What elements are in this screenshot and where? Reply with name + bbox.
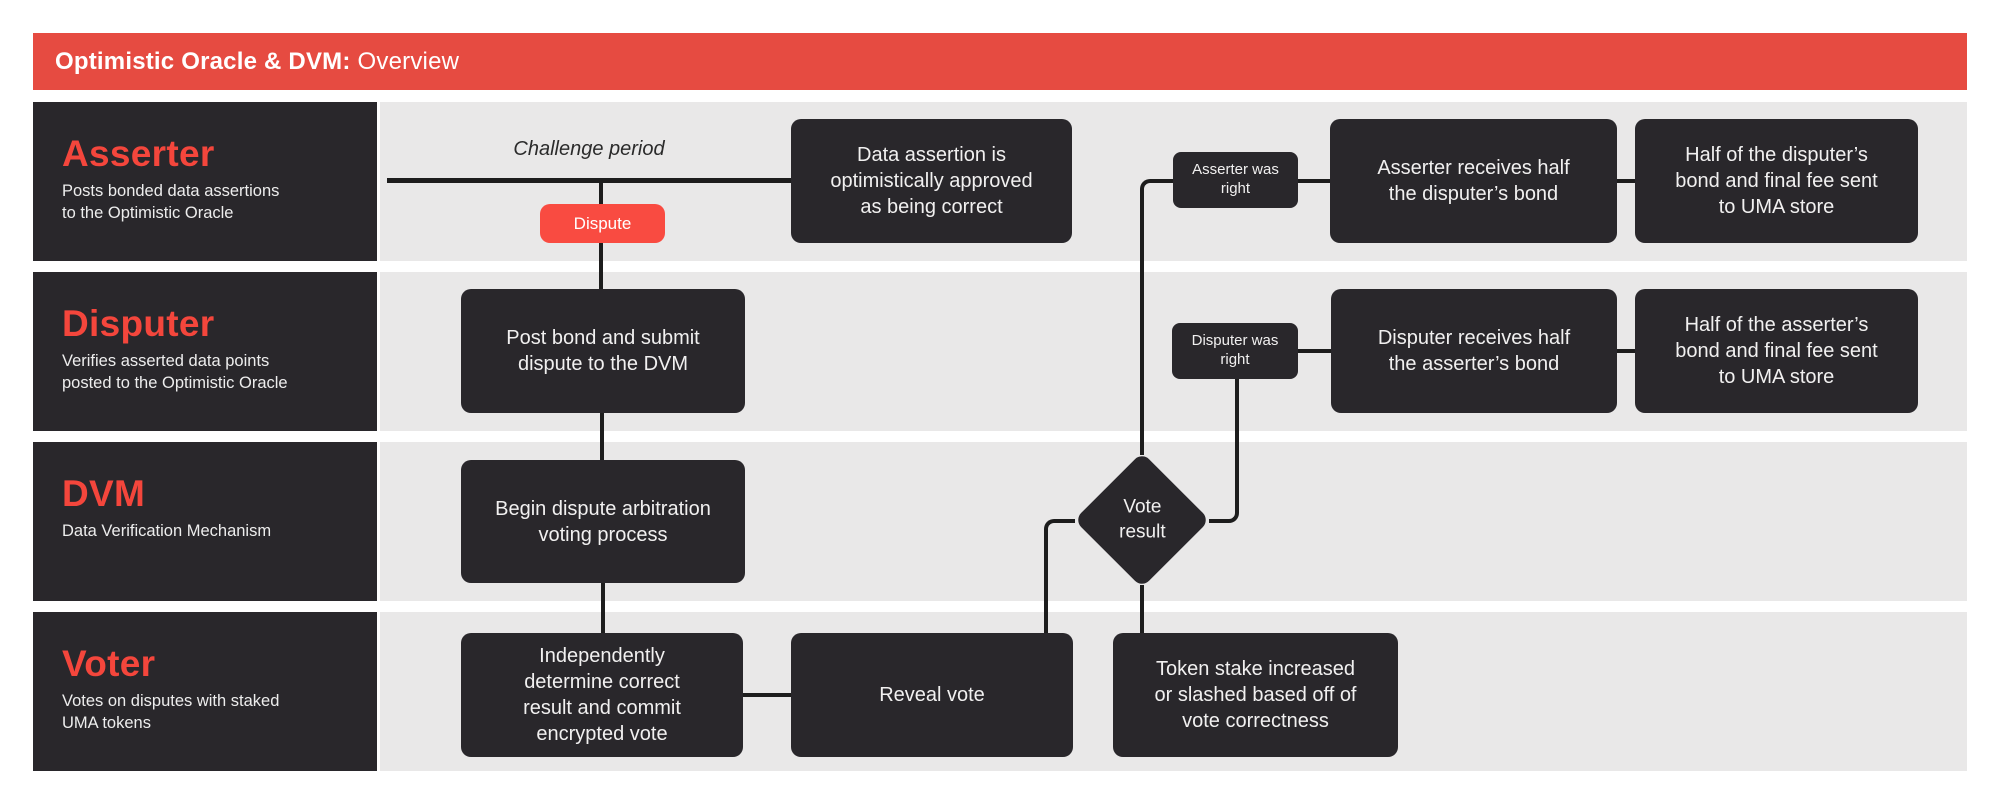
vote-result-label: Vote result	[1118, 496, 1166, 542]
lane-description-disputer: Verifies asserted data points posted to …	[62, 351, 288, 392]
node-post-bond-submit-dispute: Post bond and submit dispute to the DVM	[461, 289, 745, 413]
lane-label-dvm: DVM Data Verification Mechanism	[33, 442, 377, 601]
connector-diamond-to-reveal	[1044, 519, 1075, 635]
lane-description-voter: Votes on disputes with staked UMA tokens	[62, 691, 280, 732]
node-disputer-was-right: Disputer was right	[1172, 323, 1298, 379]
node-asserter-receives-bond: Asserter receives half the disputer’s bo…	[1330, 119, 1617, 243]
connector-receives-to-store-mid	[1617, 349, 1635, 353]
node-begin-arbitration: Begin dispute arbitration voting process	[461, 460, 745, 583]
lane-title-voter: Voter	[62, 643, 156, 684]
lane-title-disputer: Disputer	[62, 303, 215, 344]
title-banner: Optimistic Oracle & DVM: Overview	[33, 33, 1967, 90]
connector-diamond-to-asserterright	[1140, 179, 1173, 455]
challenge-period-label: Challenge period	[513, 138, 665, 160]
connector-disputerright-to-diamond	[1209, 379, 1239, 523]
node-asserter-was-right: Asserter was right	[1173, 152, 1298, 208]
node-independent-vote: Independently determine correct result a…	[461, 633, 743, 757]
lane-title-dvm: DVM	[62, 473, 146, 514]
banner-title-regular: Overview	[357, 47, 460, 75]
banner-title-bold: Optimistic Oracle & DVM:	[55, 47, 351, 75]
connector-challenge-period-line	[387, 178, 791, 183]
connector-independent-to-reveal	[743, 693, 791, 697]
lane-label-voter: Voter Votes on disputes with staked UMA …	[33, 612, 377, 771]
node-token-stake-result: Token stake increased or slashed based o…	[1113, 633, 1398, 757]
connector-begin-to-independent	[601, 583, 605, 634]
lane-description-asserter: Posts bonded data assertions to the Opti…	[62, 181, 280, 222]
connector-postbond-to-begin	[600, 413, 604, 461]
connector-receives-to-store-top	[1617, 179, 1635, 183]
lane-label-asserter: Asserter Posts bonded data assertions to…	[33, 102, 377, 261]
lane-description-dvm: Data Verification Mechanism	[62, 521, 272, 540]
node-reveal-vote: Reveal vote	[791, 633, 1073, 757]
connector-asserterright-to-receives	[1298, 179, 1330, 183]
node-vote-result-decision: Vote result	[1074, 452, 1210, 588]
lane-title-asserter: Asserter	[62, 133, 215, 174]
connector-diamond-to-token	[1140, 585, 1144, 635]
node-asserter-bond-to-uma-store: Half of the asserter’s bond and final fe…	[1635, 289, 1918, 413]
node-disputer-bond-to-uma-store: Half of the disputer’s bond and final fe…	[1635, 119, 1918, 243]
node-disputer-receives-bond: Disputer receives half the asserter’s bo…	[1331, 289, 1617, 413]
lane-label-disputer: Disputer Verifies asserted data points p…	[33, 272, 377, 431]
dispute-button[interactable]: Dispute	[540, 204, 665, 243]
vote-result-diamond: Vote result	[1074, 452, 1210, 588]
node-assertion-approved: Data assertion is optimistically approve…	[791, 119, 1072, 243]
connector-disputerright-to-receives	[1298, 349, 1331, 353]
